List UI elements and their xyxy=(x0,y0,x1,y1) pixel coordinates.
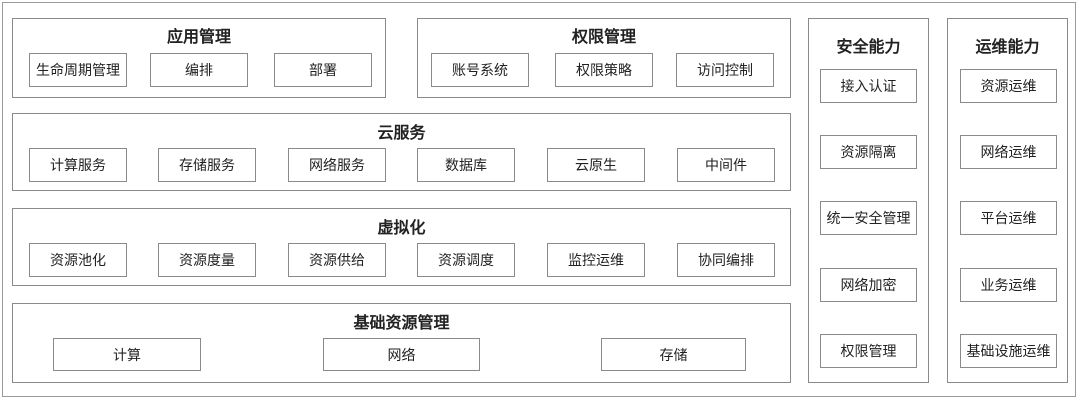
compute-box: 计算 xyxy=(53,338,201,371)
app-management-panel: 应用管理 生命周期管理 编排 部署 xyxy=(12,18,386,98)
orchestration-box: 编排 xyxy=(150,53,248,87)
network-box: 网络 xyxy=(323,338,480,371)
storage-box: 存储 xyxy=(601,338,746,371)
permission-management-panel: 权限管理 账号系统 权限策略 访问控制 xyxy=(417,18,791,98)
permission-policy-box: 权限策略 xyxy=(555,53,653,87)
security-capability-panel: 安全能力 接入认证 资源隔离 统一安全管理 网络加密 权限管理 xyxy=(808,18,929,383)
operations-capability-panel: 运维能力 资源运维 网络运维 平台运维 业务运维 基础设施运维 xyxy=(947,18,1068,383)
cloud-native-box: 云原生 xyxy=(547,148,645,182)
storage-service-box: 存储服务 xyxy=(158,148,256,182)
database-box: 数据库 xyxy=(417,148,515,182)
virtualization-panel: 虚拟化 资源池化 资源度量 资源供给 资源调度 监控运维 协同编排 xyxy=(12,208,791,286)
lifecycle-management-box: 生命周期管理 xyxy=(29,53,127,87)
network-service-box: 网络服务 xyxy=(288,148,386,182)
permission-management-title: 权限管理 xyxy=(571,27,636,46)
cloud-services-title: 云服务 xyxy=(377,123,426,142)
infrastructure-management-panel: 基础资源管理 计算 网络 存储 xyxy=(12,303,791,383)
cloud-services-panel: 云服务 计算服务 存储服务 网络服务 数据库 云原生 中间件 xyxy=(12,113,791,191)
infrastructure-ops-box: 基础设施运维 xyxy=(960,334,1057,368)
resource-ops-box: 资源运维 xyxy=(960,69,1057,103)
virtualization-title: 虚拟化 xyxy=(377,218,426,237)
security-capability-title: 安全能力 xyxy=(836,37,901,56)
monitoring-ops-box: 监控运维 xyxy=(547,243,645,277)
collaborative-orchestration-box: 协同编排 xyxy=(677,243,775,277)
app-management-title: 应用管理 xyxy=(166,27,231,46)
deployment-box: 部署 xyxy=(274,53,372,87)
resource-metering-box: 资源度量 xyxy=(158,243,256,277)
resource-provisioning-box: 资源供给 xyxy=(288,243,386,277)
compute-service-box: 计算服务 xyxy=(29,148,127,182)
access-authentication-box: 接入认证 xyxy=(820,69,917,103)
account-system-box: 账号系统 xyxy=(431,53,529,87)
access-control-box: 访问控制 xyxy=(676,53,774,87)
middleware-box: 中间件 xyxy=(677,148,775,182)
resource-isolation-box: 资源隔离 xyxy=(820,135,917,169)
unified-security-management-box: 统一安全管理 xyxy=(820,201,917,235)
architecture-diagram xyxy=(2,2,1076,397)
resource-pooling-box: 资源池化 xyxy=(29,243,127,277)
permission-management-box: 权限管理 xyxy=(820,334,917,368)
operations-capability-title: 运维能力 xyxy=(975,37,1040,56)
platform-ops-box: 平台运维 xyxy=(960,201,1057,235)
network-encryption-box: 网络加密 xyxy=(820,268,917,302)
infrastructure-management-title: 基础资源管理 xyxy=(353,313,450,332)
business-ops-box: 业务运维 xyxy=(960,268,1057,302)
network-ops-box: 网络运维 xyxy=(960,135,1057,169)
resource-scheduling-box: 资源调度 xyxy=(417,243,515,277)
